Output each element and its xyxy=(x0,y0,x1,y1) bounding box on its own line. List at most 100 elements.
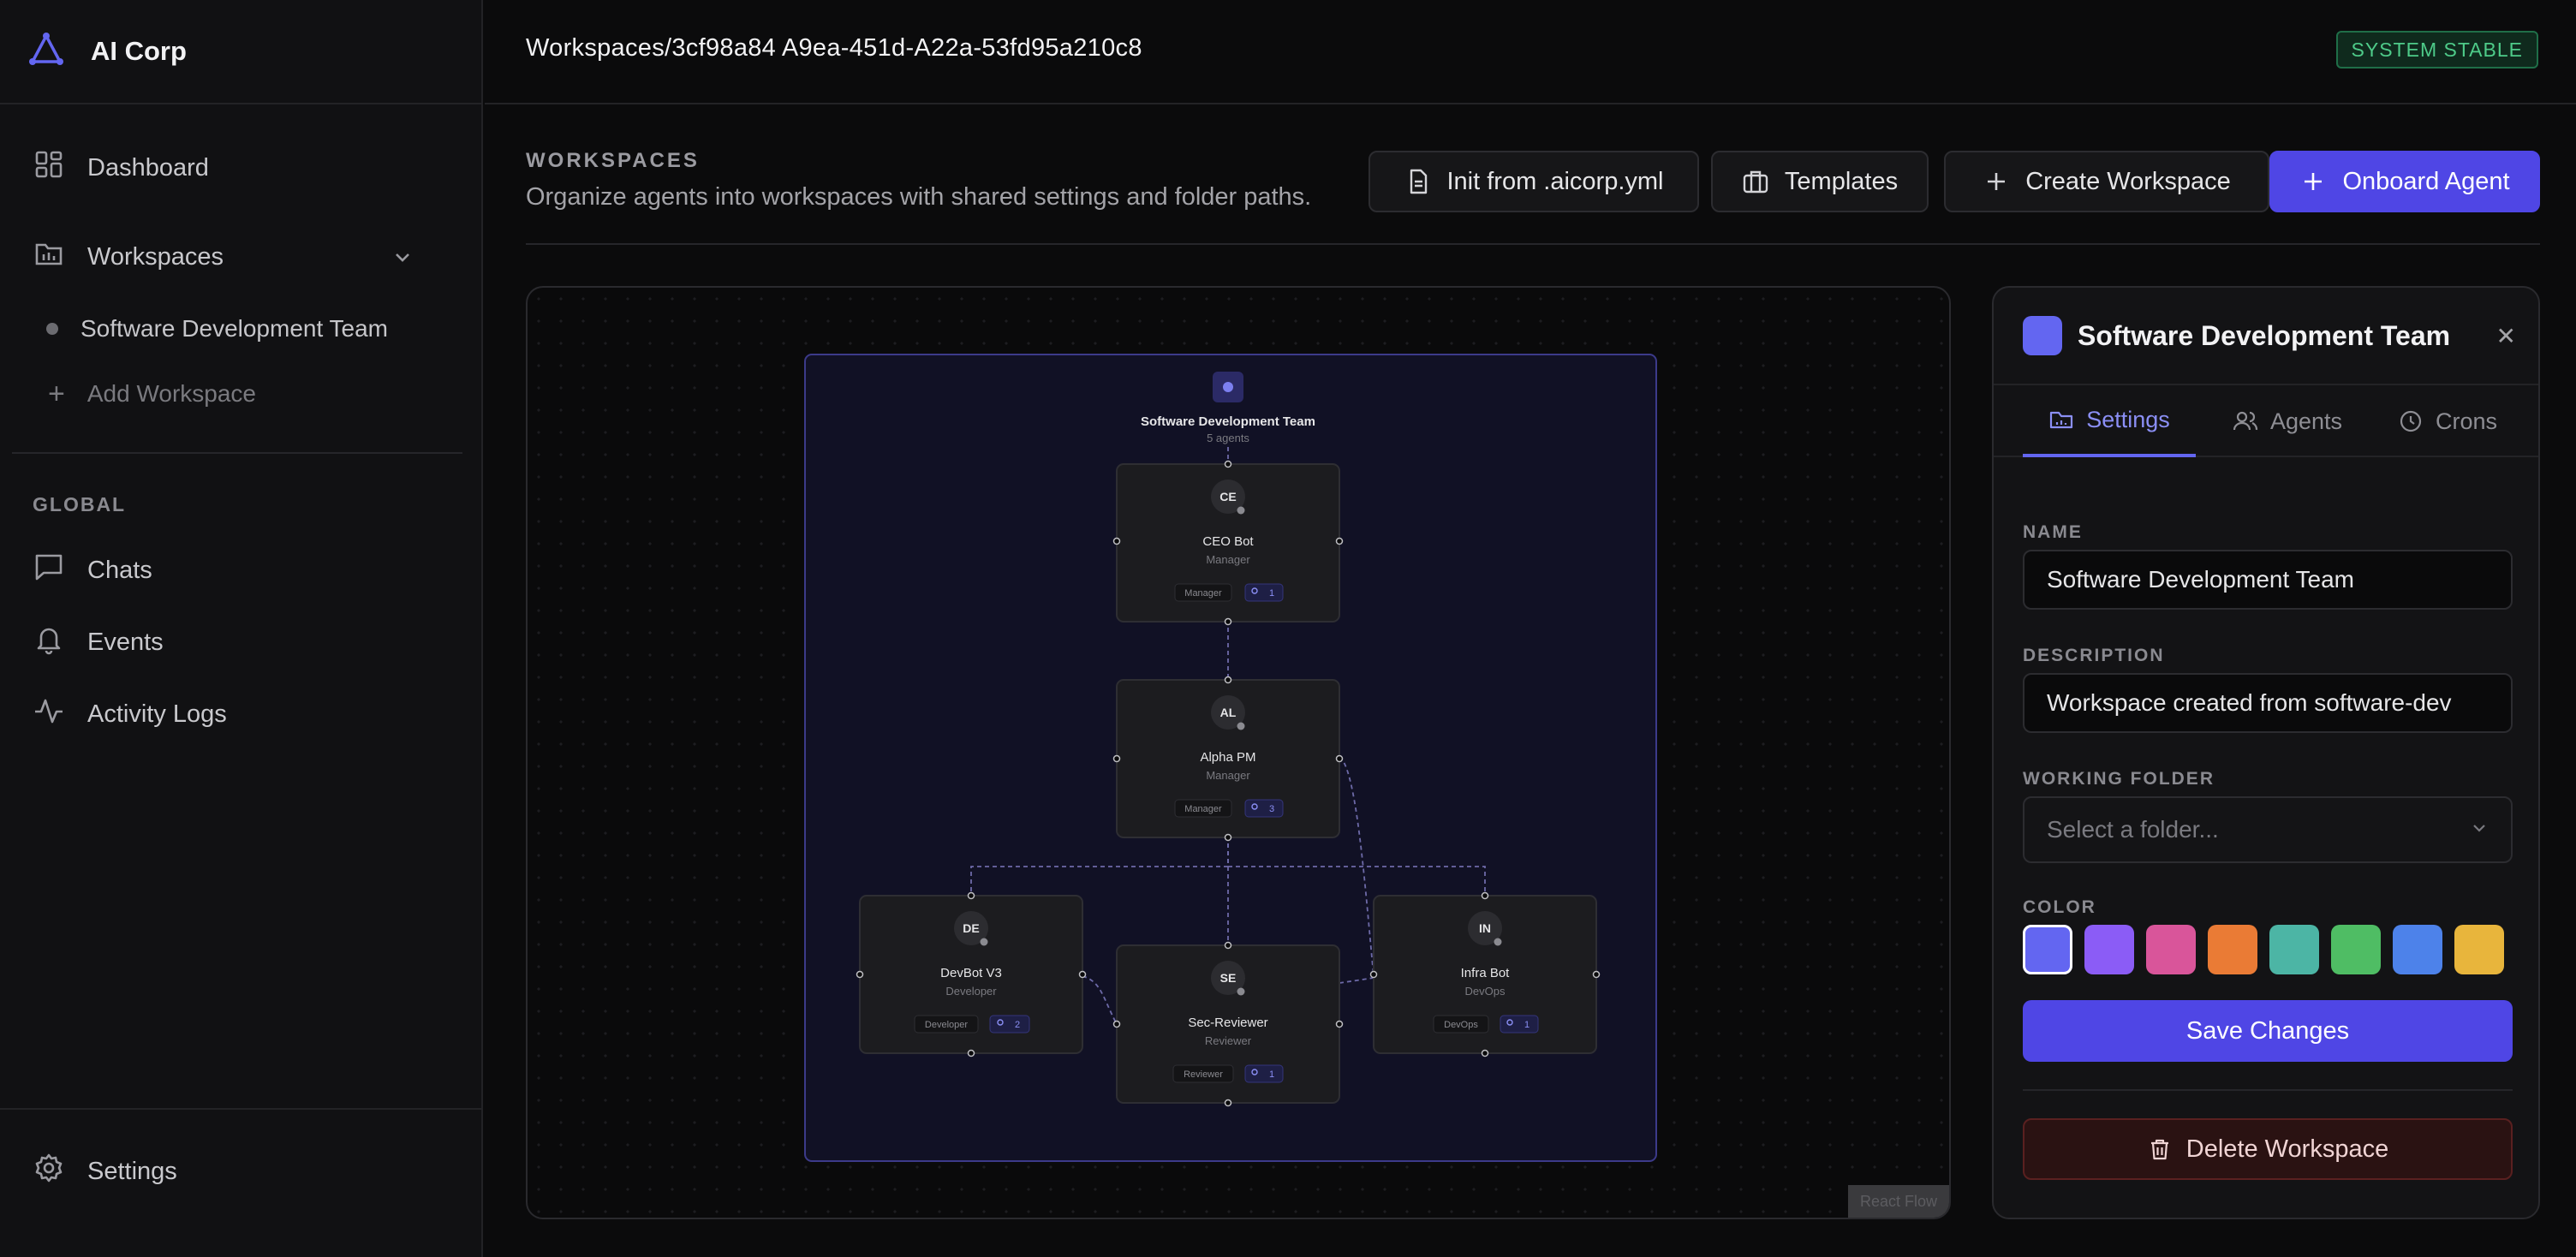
chevron-down-icon xyxy=(2473,825,2485,832)
header-divider xyxy=(526,243,2540,245)
agent-tag: DevOps xyxy=(1444,1020,1478,1030)
edges xyxy=(970,447,1486,1025)
plus-icon: + xyxy=(48,377,65,410)
file-icon xyxy=(1410,169,1427,194)
flow-canvas[interactable]: Software Development Team 5 agents CE CE… xyxy=(526,286,1951,1219)
nav-label: Workspaces xyxy=(87,242,224,271)
agent-member-count: 3 xyxy=(1269,804,1274,814)
name-input[interactable]: Software Development Team xyxy=(2023,550,2513,610)
workspace-label: Software Development Team xyxy=(80,315,388,342)
chevron-down-icon[interactable] xyxy=(391,245,414,269)
tab-crons[interactable]: Crons xyxy=(2370,385,2525,457)
color-swatch[interactable] xyxy=(2269,925,2319,974)
tab-label: Crons xyxy=(2435,408,2498,434)
group-name: Software Development Team xyxy=(1141,414,1315,429)
nav-item-settings[interactable]: Settings xyxy=(12,1141,471,1202)
page-title: WORKSPACES xyxy=(526,149,700,172)
agent-node-sec-reviewer[interactable]: SE Sec-Reviewer Reviewer Reviewer 1 xyxy=(1112,941,1344,1107)
agent-name: Alpha PM xyxy=(1200,750,1255,765)
onboard-agent-button[interactable]: Onboard Agent xyxy=(2269,151,2540,212)
color-swatch[interactable] xyxy=(2023,925,2072,974)
tab-agents[interactable]: Agents xyxy=(2208,385,2367,457)
agent-member-count: 1 xyxy=(1269,1069,1274,1080)
tab-label: Settings xyxy=(2086,406,2170,432)
agent-graph[interactable]: Software Development Team 5 agents CE CE… xyxy=(528,288,1951,1219)
react-flow-attribution[interactable]: React Flow xyxy=(1848,1185,1949,1218)
nav-label: Dashboard xyxy=(87,153,209,182)
close-icon[interactable]: ✕ xyxy=(2496,323,2516,349)
add-workspace-link[interactable]: + Add Workspace xyxy=(12,368,471,420)
panel-divider xyxy=(2023,1089,2513,1091)
save-changes-button[interactable]: Save Changes xyxy=(2023,1000,2513,1062)
sidebar: AI Corp Dashboard Workspaces Software De… xyxy=(0,0,483,1257)
color-swatch[interactable] xyxy=(2331,925,2381,974)
agent-node-devbot-v3[interactable]: DE DevBot V3 Developer Developer 2 xyxy=(856,891,1087,1057)
agent-member-count: 1 xyxy=(1524,1020,1530,1030)
status-badge: SYSTEM STABLE xyxy=(2335,31,2538,69)
description-input[interactable]: Workspace created from software-dev xyxy=(2023,673,2513,733)
activity-icon xyxy=(33,694,87,734)
templates-button[interactable]: Templates xyxy=(1711,151,1929,212)
agent-name: Sec-Reviewer xyxy=(1188,1016,1267,1030)
workspaces-icon xyxy=(33,237,87,277)
nav-item-dashboard[interactable]: Dashboard xyxy=(12,137,471,199)
nav-item-activity-logs[interactable]: Activity Logs xyxy=(12,683,471,745)
tab-settings[interactable]: Settings xyxy=(2023,385,2196,457)
edge-se-in xyxy=(1339,977,1374,984)
tab-label: Agents xyxy=(2269,408,2343,434)
delete-label: Delete Workspace xyxy=(2185,1135,2389,1163)
app-name: AI Corp xyxy=(91,36,187,66)
sidebar-divider xyxy=(12,452,462,454)
name-label: NAME xyxy=(2023,522,2083,542)
color-swatch[interactable] xyxy=(2393,925,2442,974)
init-from-yml-button[interactable]: Init from .aicorp.yml xyxy=(1368,151,1699,212)
global-section-label: GLOBAL xyxy=(33,493,127,515)
breadcrumb: Workspaces/3cf98a84 A9ea-451d-A22a-53fd9… xyxy=(526,34,1142,62)
agent-role: Manager xyxy=(1206,553,1250,566)
nav-item-events[interactable]: Events xyxy=(12,611,471,673)
panel-header: Software Development Team ✕ xyxy=(1994,288,2538,385)
color-swatch[interactable] xyxy=(2208,925,2257,974)
nav-label: Events xyxy=(87,628,164,656)
agent-tag: Developer xyxy=(925,1020,968,1030)
agent-node-infra-bot[interactable]: IN Infra Bot DevOps DevOps 1 xyxy=(1369,891,1601,1057)
description-label: DESCRIPTION xyxy=(2023,646,2165,665)
agent-node-alpha-pm[interactable]: AL Alpha PM Manager Manager 3 xyxy=(1112,676,1344,842)
nav-label: Settings xyxy=(87,1157,177,1185)
nav-item-chats[interactable]: Chats xyxy=(12,539,471,601)
agent-initials: DE xyxy=(963,921,979,935)
agent-tag: Manager xyxy=(1184,588,1222,599)
color-picker xyxy=(2023,925,2519,976)
nav-label: Activity Logs xyxy=(87,700,227,728)
trash-icon xyxy=(2150,1139,2168,1160)
bell-icon xyxy=(33,623,87,662)
agent-member-count: 2 xyxy=(1015,1020,1020,1030)
agent-tag: Reviewer xyxy=(1184,1069,1223,1080)
brand[interactable]: AI Corp xyxy=(0,0,483,104)
folder-select[interactable]: Select a folder... xyxy=(2023,796,2513,863)
color-swatch[interactable] xyxy=(2454,925,2504,974)
edge-al-in xyxy=(1227,836,1486,896)
color-swatch[interactable] xyxy=(2084,925,2134,974)
folder-icon xyxy=(2050,411,2073,429)
sidebar-footer-divider xyxy=(0,1108,483,1110)
create-workspace-button[interactable]: Create Workspace xyxy=(1944,151,2269,212)
onboard-label: Onboard Agent xyxy=(2342,167,2510,195)
gear-icon xyxy=(33,1152,87,1191)
nav-item-workspaces[interactable]: Workspaces xyxy=(12,226,471,288)
workspace-color-swatch xyxy=(2023,316,2062,355)
workspace-item[interactable]: Software Development Team xyxy=(12,303,471,354)
color-swatch[interactable] xyxy=(2146,925,2196,974)
agent-name: Infra Bot xyxy=(1461,966,1511,980)
page-subtitle: Organize agents into workspaces with sha… xyxy=(526,183,1312,211)
agent-initials: IN xyxy=(1479,921,1491,935)
plus-icon xyxy=(2305,173,2323,190)
delete-workspace-button[interactable]: Delete Workspace xyxy=(2023,1118,2513,1180)
agent-name: DevBot V3 xyxy=(940,966,1002,980)
chat-icon xyxy=(33,551,87,590)
top-bar: Workspaces/3cf98a84 A9ea-451d-A22a-53fd9… xyxy=(485,0,2576,104)
agent-role: DevOps xyxy=(1465,985,1506,998)
workspace-detail-panel: Software Development Team ✕ Settings Age… xyxy=(1992,286,2540,1219)
edge-al-in-side xyxy=(1339,756,1374,978)
agent-node-ceo-bot[interactable]: CE CEO Bot Manager Manager 1 xyxy=(1112,460,1344,626)
